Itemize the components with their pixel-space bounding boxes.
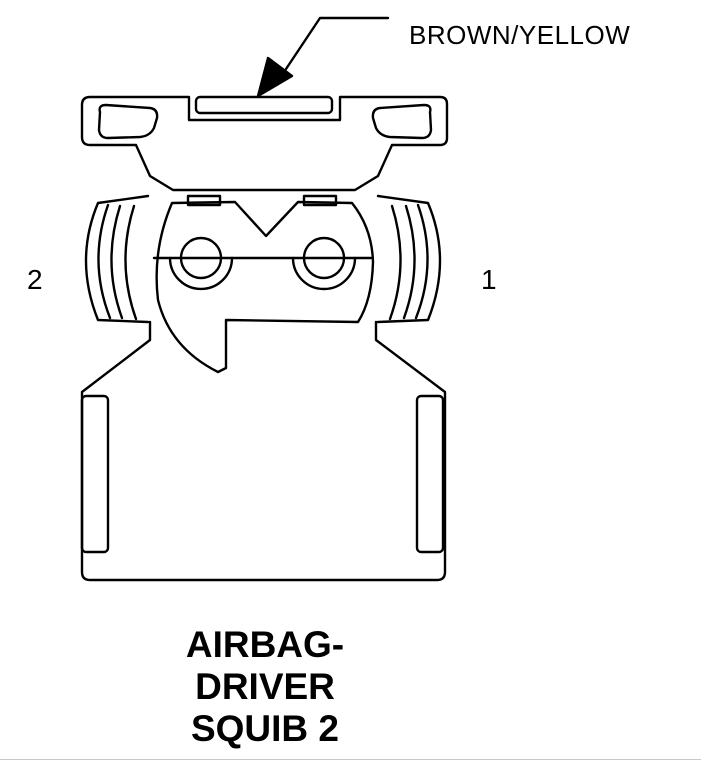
wire-color-label: BROWN/YELLOW: [409, 20, 631, 50]
bottom-edge-line: [0, 759, 701, 760]
wire-slot: [194, 95, 334, 115]
pin-2-label: 2: [27, 264, 43, 295]
connector-title-line-2: DRIVER: [195, 666, 335, 707]
connector-title-line-3: SQUIB 2: [190, 708, 340, 749]
side-ribs-left: [84, 194, 150, 324]
side-ribs-right: [376, 194, 442, 324]
head-cutout-left: [97, 103, 159, 140]
pin-1-label: 1: [481, 264, 497, 295]
central-body-outline: [155, 200, 375, 374]
latch-tab-left: [186, 194, 222, 207]
pin-cavity-left: [168, 236, 234, 291]
lower-body-outline: [80, 320, 447, 582]
head-cutout-right: [371, 103, 433, 140]
grip-slot-left: [80, 394, 110, 554]
connector-title-line-1: AIRBAG-: [185, 624, 345, 665]
latch-tab-right: [302, 194, 338, 207]
connector-head-outline: [80, 95, 449, 192]
grip-slot-right: [415, 394, 445, 554]
leader-arrow: [256, 16, 390, 98]
connector-title: AIRBAG- DRIVER SQUIB 2: [115, 624, 415, 750]
pin-cavity-right: [291, 236, 357, 291]
